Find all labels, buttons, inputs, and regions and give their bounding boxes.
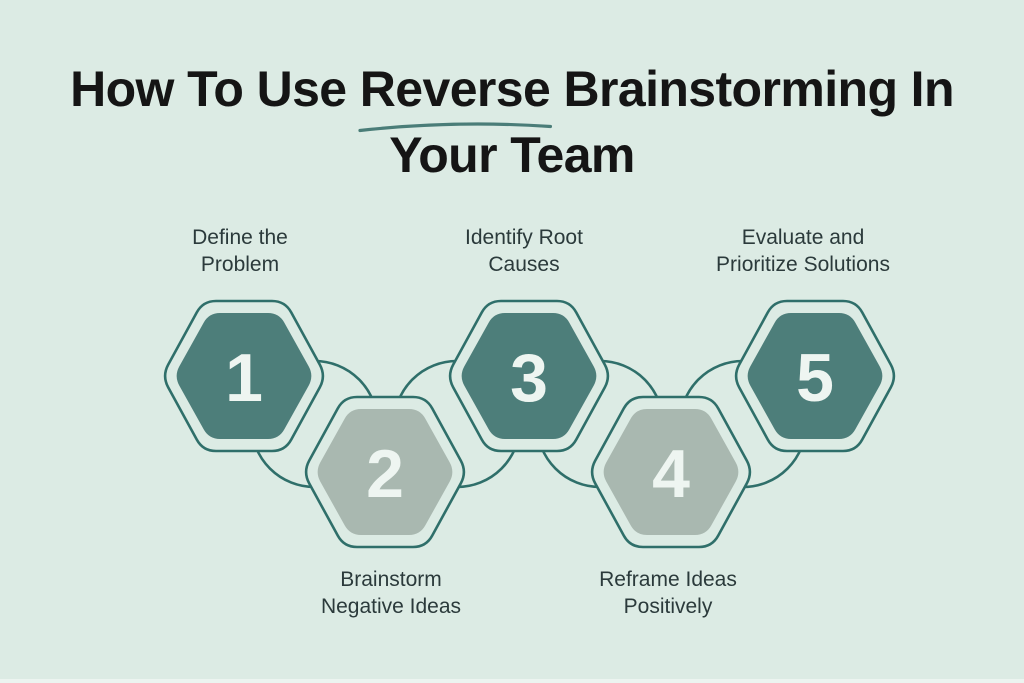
step-2-label-line1: Brainstorm xyxy=(340,568,442,591)
underline-swoosh-icon xyxy=(358,122,552,133)
step-4-number: 4 xyxy=(652,436,690,512)
step-1-label-line1: Define the xyxy=(192,226,288,249)
title-highlight-text: Reverse xyxy=(359,61,551,117)
step-5-label-line1: Evaluate and xyxy=(741,226,865,249)
step-1-label: Define the Problem xyxy=(120,224,360,278)
title-highlight: Reverse xyxy=(358,56,552,133)
step-5-hexagon-fill xyxy=(747,313,883,439)
page-title: How To Use Reverse Brainstorming In Your… xyxy=(0,56,1024,188)
step-3-label: Identify Root Causes xyxy=(404,224,644,278)
step-3-label-line1: Identify Root xyxy=(465,226,583,249)
title-text-prefix: How To Use xyxy=(70,61,360,117)
step-3-number: 3 xyxy=(510,340,548,416)
step-2-number: 2 xyxy=(366,436,404,512)
title-text-suffix: Brainstorming In xyxy=(550,61,954,117)
step-1-hexagon-fill xyxy=(176,313,312,439)
step-5-label: Evaluate and Prioritize Solutions xyxy=(678,224,928,278)
step-4-label: Reframe Ideas Positively xyxy=(543,566,793,620)
step-4-label-line2: Positively xyxy=(623,595,713,618)
step-2-label-line2: Negative Ideas xyxy=(320,595,462,618)
step-4-hexagon-fill xyxy=(603,409,739,535)
underline-swoosh-path xyxy=(358,122,552,133)
step-5-number: 5 xyxy=(796,340,834,416)
title-line-1: How To Use Reverse Brainstorming In xyxy=(0,56,1024,133)
step-1-number: 1 xyxy=(225,340,263,416)
title-line-2: Your Team xyxy=(389,127,635,183)
step-4-label-line1: Reframe Ideas xyxy=(599,568,737,591)
step-1-label-line2: Problem xyxy=(200,253,280,276)
step-3-hexagon-fill xyxy=(461,313,597,439)
step-2-label: Brainstorm Negative Ideas xyxy=(266,566,516,620)
step-5-label-line2: Prioritize Solutions xyxy=(716,253,890,276)
step-3-label-line2: Causes xyxy=(488,253,560,276)
bottom-edge-highlight xyxy=(0,679,1024,683)
step-2-hexagon-fill xyxy=(317,409,453,535)
